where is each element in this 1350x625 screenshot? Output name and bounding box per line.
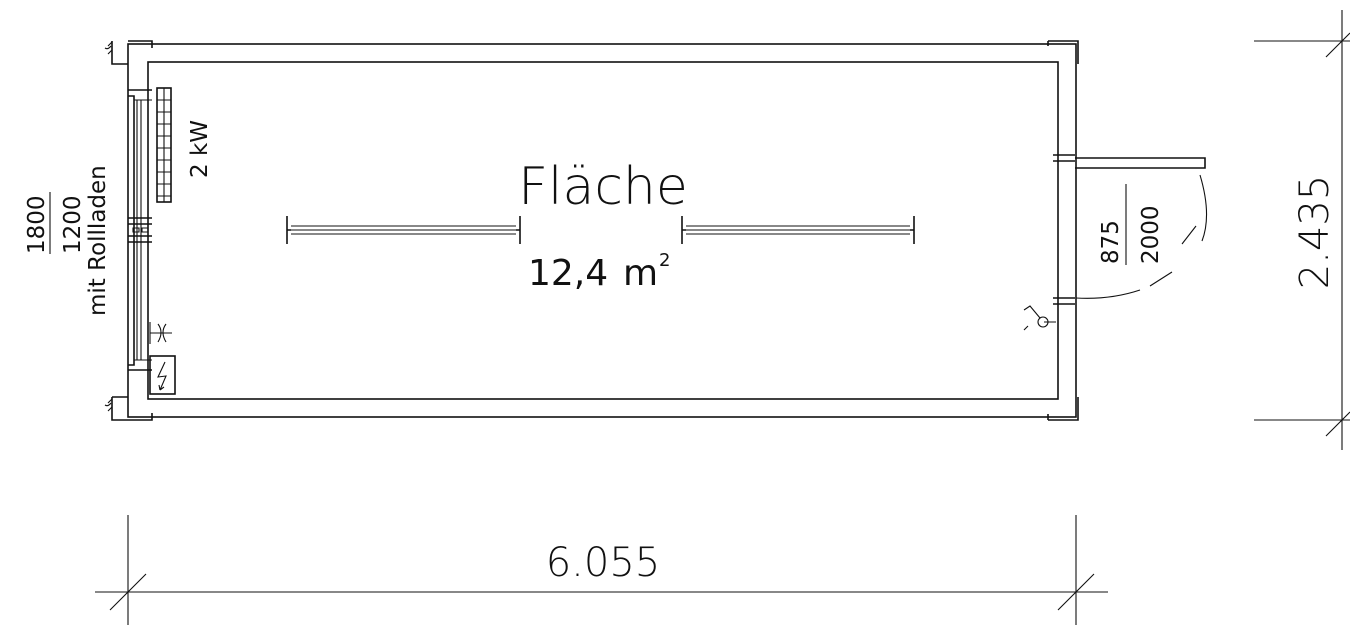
- window-note-label: mit Rollladen: [85, 165, 111, 316]
- light-switch-icon: [1023, 305, 1056, 331]
- area-unit: m: [623, 253, 658, 294]
- window-width-label: 1800: [24, 195, 50, 254]
- heater-power-label: 2 kW: [187, 120, 213, 178]
- room-label: Fläche: [518, 157, 688, 217]
- length-dimension-label: 6.055: [546, 540, 661, 586]
- door: [1053, 154, 1208, 305]
- area-exponent: 2: [659, 250, 670, 271]
- width-dimension: [1254, 10, 1350, 450]
- window: [128, 89, 152, 371]
- coat-rail-left: [286, 216, 521, 244]
- width-dimension-label: 2.435: [1292, 175, 1338, 290]
- door-width-label: 875: [1098, 220, 1124, 264]
- container-walls: [127, 43, 1077, 418]
- door-height-label: 2000: [1138, 205, 1164, 264]
- length-dimension: [95, 515, 1108, 625]
- coat-rail-right: [681, 216, 915, 244]
- corner-posts: [104, 40, 1079, 421]
- area-value: 12,4: [528, 253, 608, 294]
- electrical-panel-icon: [149, 355, 176, 395]
- socket-outlet-icon: [149, 322, 172, 344]
- heater: [156, 87, 172, 203]
- window-height-label: 1200: [60, 195, 86, 254]
